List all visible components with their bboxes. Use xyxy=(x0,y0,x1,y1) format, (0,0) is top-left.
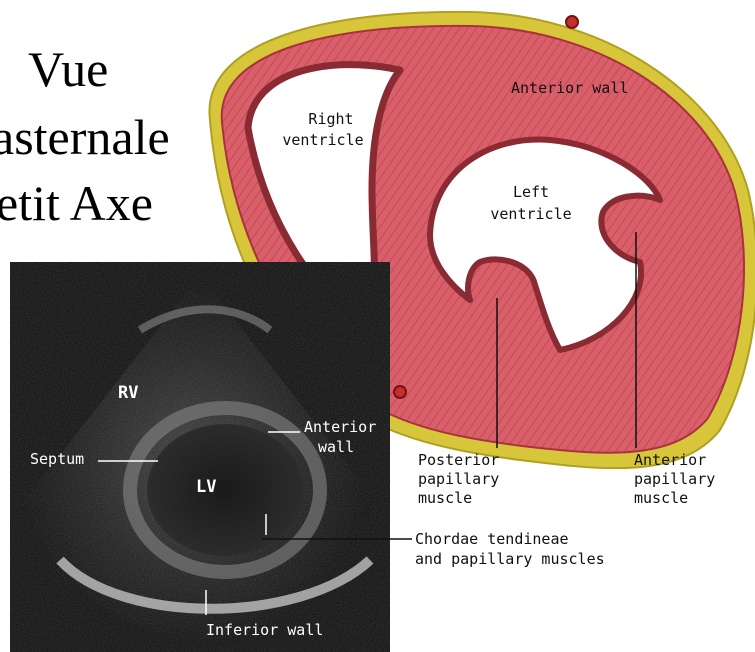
label-anterior-papillary-line-2: papillary xyxy=(634,470,715,489)
label-anterior-wall: Anterior wall xyxy=(511,79,628,98)
label-left-ventricle-line-2: ventricle xyxy=(476,205,586,224)
label-echo-anterior-wall-line-1: Anterior xyxy=(304,418,376,437)
label-anterior-papillary-line-1: Anterior xyxy=(634,451,706,470)
label-anterior-papillary-line-3: muscle xyxy=(634,489,688,508)
label-posterior-papillary-line-2: papillary xyxy=(418,470,499,489)
label-chordae-line-2: and papillary muscles xyxy=(415,550,605,569)
label-septum: Septum xyxy=(30,450,84,469)
label-echo-anterior-wall-line-2: wall xyxy=(318,438,354,457)
label-left-ventricle-line-1: Left xyxy=(486,183,576,202)
label-lv: LV xyxy=(196,478,216,497)
echo-lv-cavity xyxy=(147,424,303,556)
coronary-vessel xyxy=(394,386,406,398)
label-chordae-line-1: Chordae tendineae xyxy=(415,530,569,549)
label-posterior-papillary-line-1: Posterior xyxy=(418,451,499,470)
label-right-ventricle-line-1: Right xyxy=(286,110,376,129)
coronary-vessel xyxy=(566,16,578,28)
label-rv: RV xyxy=(118,384,138,403)
label-right-ventricle-line-2: ventricle xyxy=(273,131,373,150)
label-inferior-wall: Inferior wall xyxy=(206,621,323,640)
label-posterior-papillary-line-3: muscle xyxy=(418,489,472,508)
